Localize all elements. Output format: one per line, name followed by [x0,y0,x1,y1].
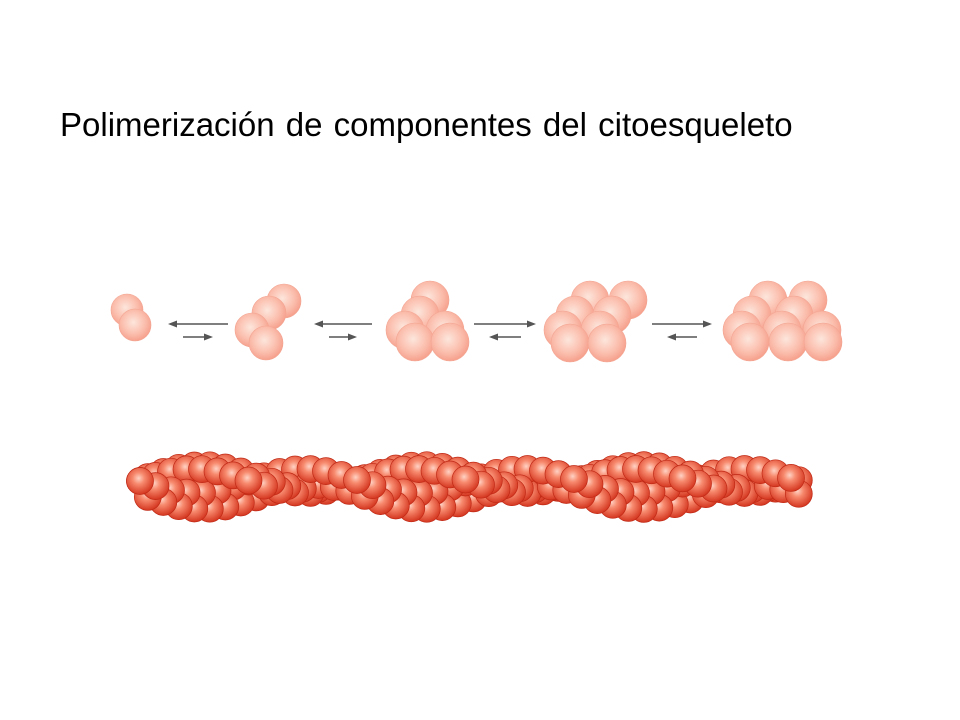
equilibrium-arrows [168,320,228,341]
subunit [118,308,152,342]
filament-subunit [234,466,263,495]
equilibrium-arrows [314,320,372,341]
oligomer-nucleus [722,280,843,362]
filament-subunit [560,465,588,493]
filament-subunit [777,464,805,492]
subunit [803,322,843,362]
oligomer-tetramer [385,280,470,362]
subunit [587,323,627,363]
equilibrium-arrows [474,320,536,341]
actin-filament [126,451,813,523]
subunit [395,322,435,362]
subunit [730,322,770,362]
oligomer-trimer [234,283,302,361]
filament-subunit [126,467,154,495]
nucleation-row [110,280,843,363]
subunit [550,323,590,363]
filament-subunit [343,466,371,494]
equilibrium-arrows [652,320,712,341]
oligomer-dimer [110,293,152,342]
filament-subunit [668,464,697,493]
slide-title: Polimerización de componentes del citoes… [60,106,793,143]
subunit [430,322,470,362]
subunit [248,325,284,361]
filament-subunit [451,465,480,494]
oligomer-hexamer [543,280,648,363]
subunit [768,322,808,362]
